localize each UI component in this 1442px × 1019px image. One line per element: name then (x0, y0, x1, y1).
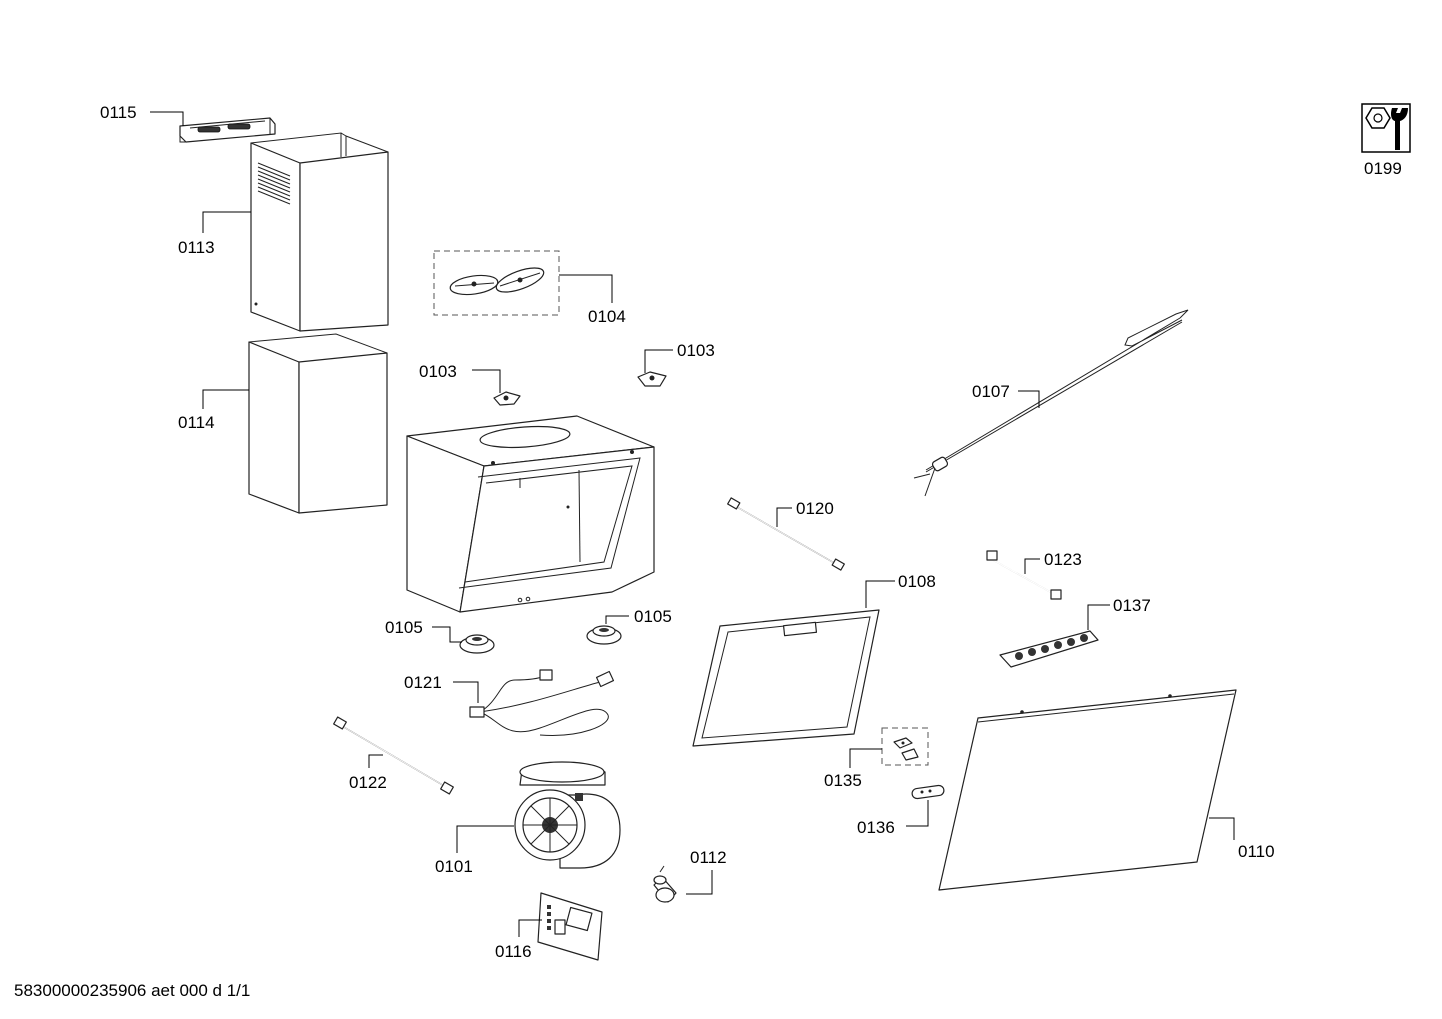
part-0120-cable (727, 497, 845, 571)
label-0114: 0114 (178, 413, 215, 432)
label-0199: 0199 (1364, 159, 1402, 178)
label-0137: 0137 (1113, 596, 1151, 615)
part-0103-left-clip (493, 391, 521, 406)
label-0105-left: 0105 (385, 618, 423, 637)
part-0135-clips (881, 727, 929, 766)
label-0136: 0136 (857, 818, 895, 837)
label-0107: 0107 (972, 382, 1010, 401)
part-0123-ribbon-cable (986, 550, 1062, 600)
part-0114-lower-chimney (248, 333, 388, 514)
label-0103-left: 0103 (419, 362, 457, 381)
part-0108-grease-filter (692, 609, 880, 747)
part-0115-bracket (179, 117, 276, 143)
label-0123: 0123 (1044, 550, 1082, 569)
part-0116-control-board (537, 892, 603, 961)
part-0137-control-module (999, 630, 1099, 668)
hood-housing (406, 415, 655, 613)
label-0101: 0101 (435, 857, 473, 876)
part-0107-power-cable (913, 309, 1189, 497)
label-0116: 0116 (495, 942, 532, 961)
label-0120: 0120 (796, 499, 834, 518)
part-0105-right-lamp (586, 625, 622, 645)
part-0104-backflow-flaps (433, 250, 560, 316)
part-0101-fan-motor (514, 761, 621, 869)
label-0135: 0135 (824, 771, 862, 790)
part-0110-glass-panel (938, 689, 1237, 891)
part-0136-clip (911, 784, 945, 800)
part-0105-left-lamp (459, 634, 495, 654)
label-0103-right: 0103 (677, 341, 715, 360)
part-0121-wiring-harness (469, 669, 615, 736)
label-0110: 0110 (1238, 842, 1275, 861)
part-0122-cable (333, 716, 454, 795)
label-0122: 0122 (349, 773, 387, 792)
label-0104: 0104 (588, 307, 626, 326)
label-0115: 0115 (100, 103, 137, 122)
part-0113-upper-chimney (250, 132, 389, 332)
label-0105-right: 0105 (634, 607, 672, 626)
nut-and-wrench-icon (1361, 103, 1411, 153)
document-code: 58300000235906 aet 000 d 1/1 (14, 981, 251, 1000)
label-0108: 0108 (898, 572, 936, 591)
part-0103-right-clip (637, 371, 667, 387)
part-0112-capacitor (653, 865, 677, 903)
label-0113: 0113 (178, 238, 215, 257)
label-0112: 0112 (690, 848, 727, 867)
label-0121: 0121 (404, 673, 442, 692)
